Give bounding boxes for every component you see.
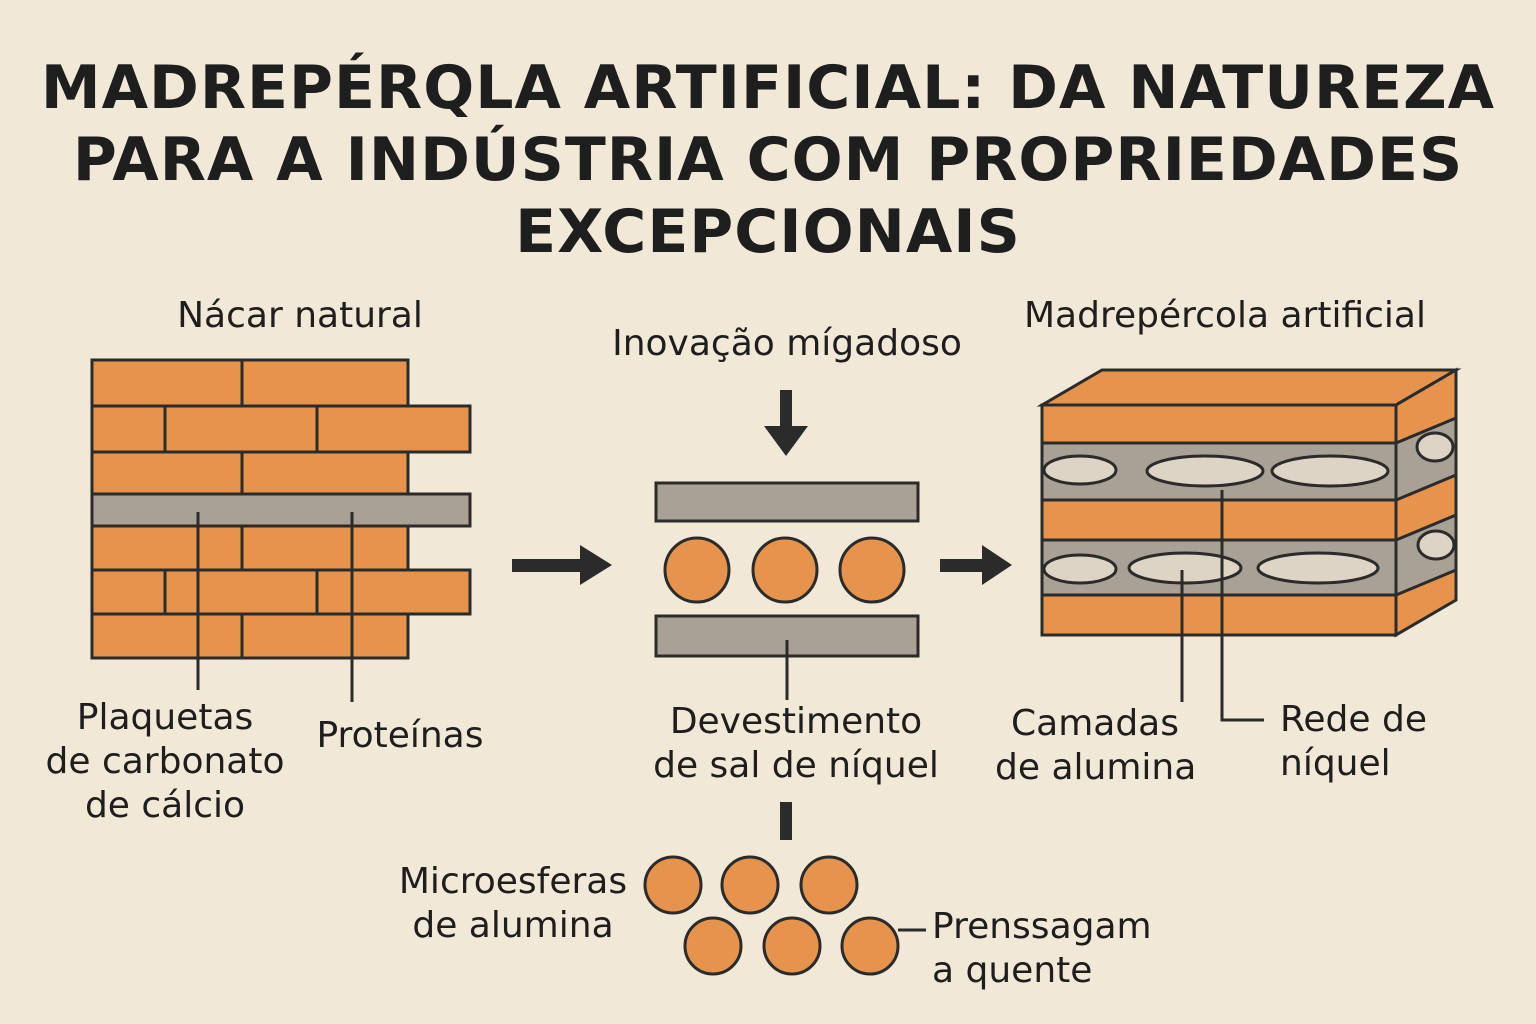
microsphere xyxy=(683,916,743,976)
right-leader-lines xyxy=(1180,490,1264,722)
platelet xyxy=(315,568,472,616)
alumina-lens xyxy=(1145,454,1265,488)
platelet xyxy=(90,450,244,496)
platelet xyxy=(90,358,244,408)
innovation-heading: Inovação mígadoso xyxy=(612,323,962,364)
platelet xyxy=(240,358,410,408)
alumina-sphere xyxy=(751,536,819,604)
alumina-lens xyxy=(1042,454,1118,486)
platelet xyxy=(90,524,244,572)
alumina-layer xyxy=(1040,403,1398,445)
alumina-lens xyxy=(1270,454,1390,488)
top-plate xyxy=(654,481,920,523)
microspheres-label: Microesferas de alumina xyxy=(398,861,628,946)
alumina-layer xyxy=(1040,593,1398,637)
platelet xyxy=(240,450,410,496)
arrow-down-icon xyxy=(764,390,808,456)
left-leader-lines xyxy=(196,512,354,702)
alumina-layer xyxy=(1040,498,1398,542)
microsphere xyxy=(840,916,900,976)
connector-bar xyxy=(780,802,792,840)
natural-nacre-heading: Nácar natural xyxy=(177,295,423,336)
arrow-right-icon xyxy=(512,545,612,585)
microsphere xyxy=(720,855,780,915)
alumina-sphere xyxy=(838,536,906,604)
artificial-nacre-heading: Madrepércola artificial xyxy=(1024,295,1426,336)
block-top-face xyxy=(1036,368,1462,407)
side-lens xyxy=(1416,529,1456,561)
microspheres-cluster xyxy=(643,855,900,976)
microsphere xyxy=(799,855,859,915)
side-lens xyxy=(1415,431,1455,463)
process-sandwich xyxy=(654,481,920,658)
coating-label: Devestimento de sal de níquel xyxy=(653,701,939,786)
platelet xyxy=(240,524,410,572)
proteins-label: Proteínas xyxy=(316,715,484,756)
platelet xyxy=(90,404,167,454)
natural-nacre-brick-wall xyxy=(90,358,472,660)
platelet xyxy=(240,612,410,660)
protein-layer xyxy=(90,492,472,528)
alumina-sphere xyxy=(663,536,731,604)
hot-press-label: Prenssagam a quente xyxy=(932,906,1152,991)
title-line: EXCEPCIONAIS xyxy=(515,197,1021,267)
platelet xyxy=(163,568,319,616)
title-line: PARA A INDÚSTRIA COM PROPRIEDADES xyxy=(72,125,1464,195)
artificial-nacre-block xyxy=(1036,367,1462,638)
arrow-right-icon xyxy=(940,545,1012,585)
alumina-lens xyxy=(1042,553,1118,585)
platelets-label: Plaquetas de carbonato de cálcio xyxy=(45,697,285,826)
block-side-face xyxy=(1394,367,1458,638)
platelet xyxy=(90,612,244,660)
platelet xyxy=(163,404,319,454)
alumina-lens xyxy=(1127,551,1243,585)
title-line: MADREPÉRQLA ARTIFICIAL: DA NATUREZA xyxy=(40,53,1496,123)
alumina-lens xyxy=(1256,551,1380,585)
alumina-layers-label: Camadas de alumina xyxy=(995,703,1197,788)
platelet xyxy=(315,404,472,454)
nickel-network-label: Rede de níquel xyxy=(1280,699,1427,784)
microsphere xyxy=(762,916,822,976)
page-title: MADREPÉRQLA ARTIFICIAL: DA NATUREZA PARA… xyxy=(0,52,1536,268)
microsphere xyxy=(643,855,703,915)
platelet xyxy=(90,568,167,616)
